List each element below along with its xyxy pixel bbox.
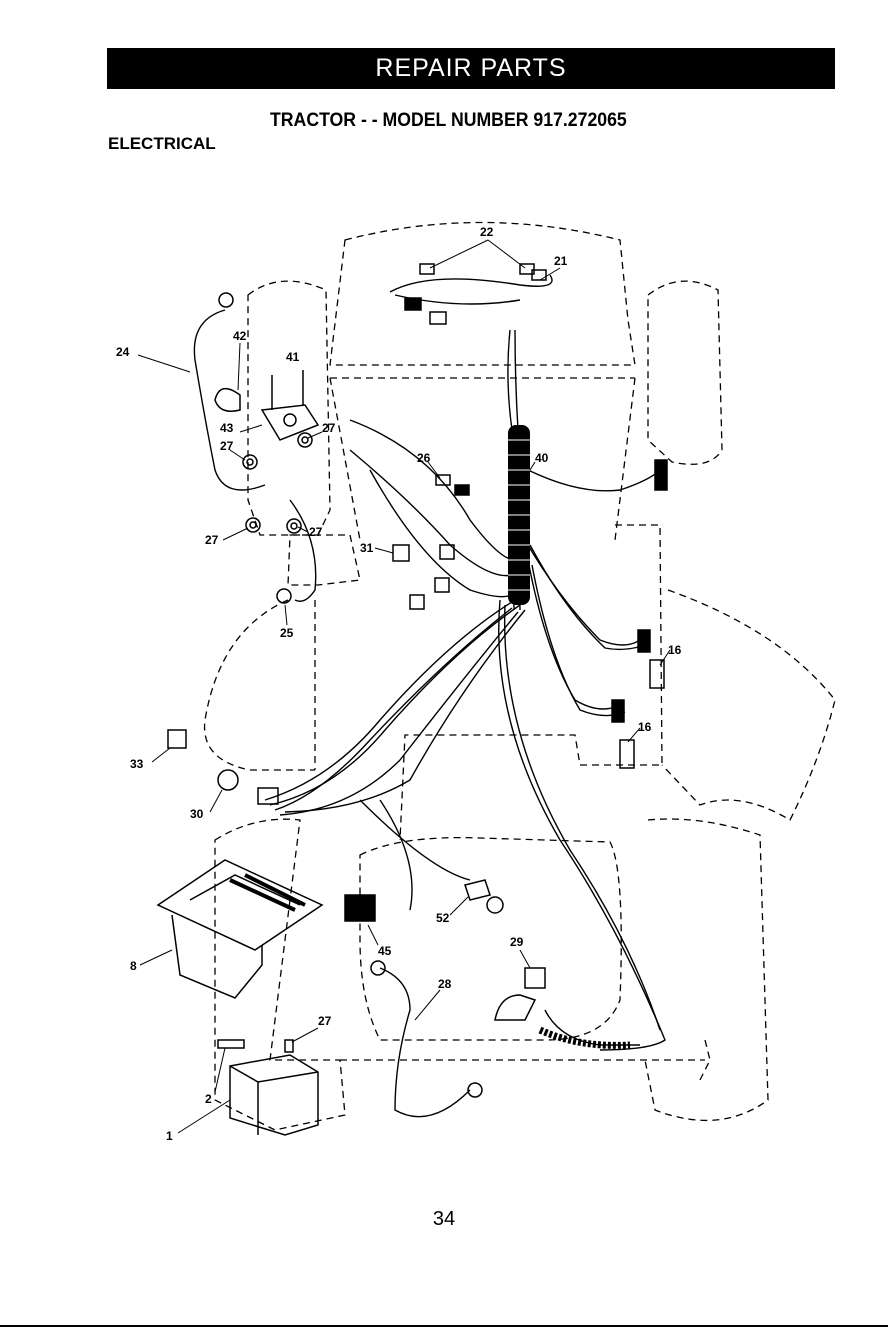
callout-label: 8: [130, 959, 137, 973]
leader-lines: [138, 240, 670, 1133]
callout-label: 40: [535, 451, 549, 465]
electrical-diagram: 22 21 24 42 41 43 27 27 26 40 27 27 31 2…: [0, 200, 888, 1160]
callout-label: 2: [205, 1092, 212, 1106]
callout-label: 25: [280, 626, 294, 640]
callout-label: 30: [190, 807, 204, 821]
header-title: REPAIR PARTS: [375, 54, 566, 83]
callout-label: 27: [322, 421, 336, 435]
callout-label: 52: [436, 911, 450, 925]
callout-label: 29: [510, 935, 524, 949]
header-bar: REPAIR PARTS: [107, 48, 835, 89]
callout-label: 27: [309, 525, 323, 539]
page-number: 34: [0, 1208, 888, 1231]
wiring-harness: [194, 275, 665, 1117]
callout-label: 28: [438, 977, 452, 991]
callout-label: 27: [318, 1014, 332, 1028]
callout-label: 27: [205, 533, 219, 547]
callout-label: 43: [220, 421, 234, 435]
callout-label: 16: [668, 643, 682, 657]
callout-label: 33: [130, 757, 144, 771]
callout-label: 21: [554, 254, 568, 268]
bottom-rule: [0, 1325, 888, 1327]
model-subtitle: TRACTOR - - MODEL NUMBER 917.272065: [270, 110, 627, 132]
callout-label: 16: [638, 720, 652, 734]
callout-label: 1: [166, 1129, 173, 1143]
callout-label: 45: [378, 944, 392, 958]
callout-label: 24: [116, 345, 130, 359]
callout-label: 22: [480, 225, 494, 239]
section-label: ELECTRICAL: [108, 134, 216, 154]
callout-label: 26: [417, 451, 431, 465]
callout-label: 27: [220, 439, 234, 453]
callout-labels: 22 21 24 42 41 43 27 27 26 40 27 27 31 2…: [116, 225, 682, 1143]
callout-label: 31: [360, 541, 374, 555]
callout-label: 42: [233, 329, 247, 343]
callout-label: 41: [286, 350, 300, 364]
